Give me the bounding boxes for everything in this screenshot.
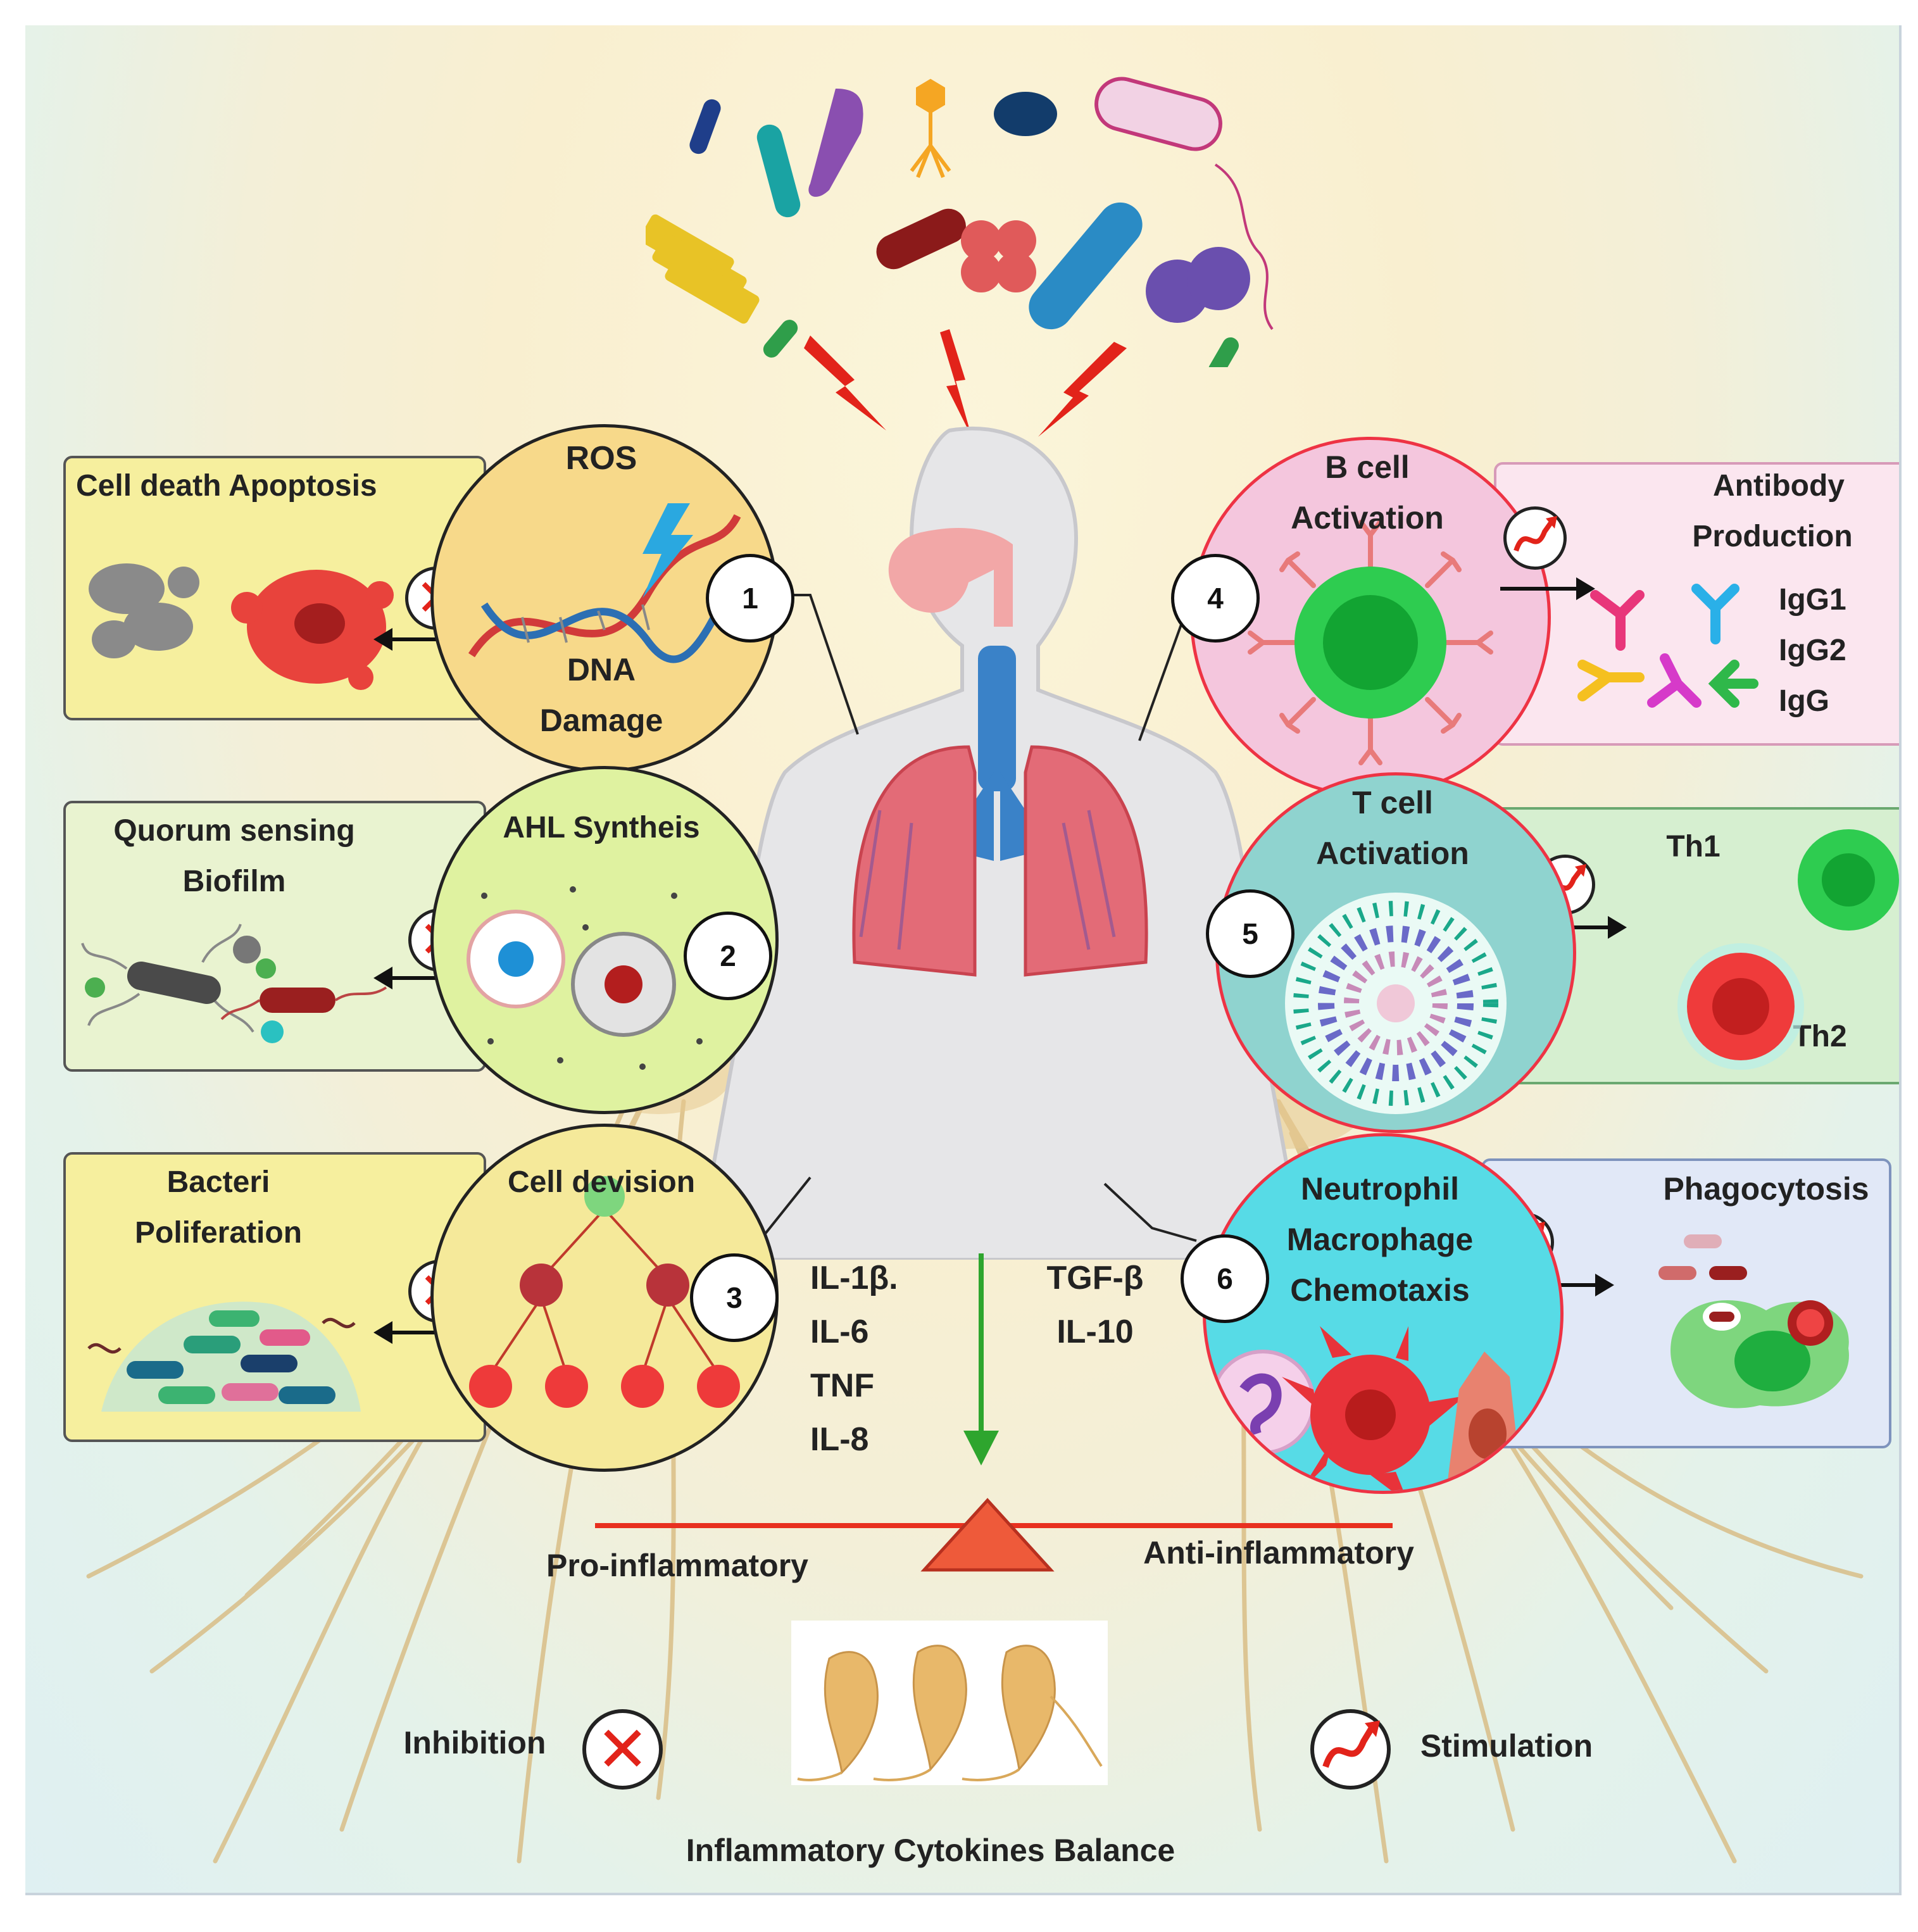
pro-cytokine-il8: IL-8 bbox=[810, 1421, 869, 1458]
balance-scale-icon bbox=[595, 1498, 1393, 1572]
panel2-ahl-circle bbox=[430, 766, 779, 1114]
ginseng-root-icon bbox=[797, 1645, 1103, 1781]
step-number-5: 5 bbox=[1206, 889, 1294, 978]
b-cell-label: B cell bbox=[1325, 449, 1410, 485]
th2-label: Th2 bbox=[1793, 1020, 1847, 1053]
igg1-label: IgG1 bbox=[1779, 583, 1846, 617]
immune-cells-icon bbox=[1210, 1326, 1522, 1491]
igg2-label: IgG2 bbox=[1779, 634, 1846, 667]
panel4-arrow bbox=[1500, 577, 1595, 600]
bacteria-cluster-icon bbox=[646, 77, 1274, 367]
panel3-cell-division-circle bbox=[430, 1124, 779, 1472]
b-cell-activation-label: Activation bbox=[1291, 500, 1444, 536]
t-cell-label: T cell bbox=[1352, 785, 1433, 820]
inhibition-x-icon: ✕ bbox=[582, 1709, 663, 1790]
ahl-molecule-icon bbox=[467, 886, 703, 1070]
ginseng-photo bbox=[791, 1621, 1108, 1785]
human-body-icon bbox=[696, 426, 1304, 1260]
neutrophil-label: Neutrophil bbox=[1301, 1171, 1459, 1207]
step-number-2: 2 bbox=[684, 912, 772, 1000]
pro-cytokine-il6: IL-6 bbox=[810, 1314, 869, 1350]
poliferation-label: Poliferation bbox=[134, 1216, 303, 1250]
stimulation-arrow-icon bbox=[1310, 1709, 1391, 1790]
pro-cytokine-tnf: TNF bbox=[810, 1367, 875, 1404]
t-cell-cluster-icon bbox=[1285, 893, 1507, 1114]
anti-cytokine-il10: IL-10 bbox=[1056, 1314, 1134, 1350]
chemotaxis-label: Chemotaxis bbox=[1290, 1272, 1470, 1308]
cytokine-down-arrow bbox=[963, 1253, 999, 1465]
b-cell-icon bbox=[1248, 520, 1493, 765]
damage-label: Damage bbox=[539, 703, 663, 738]
anti-cytokine-tgfb: TGF-β bbox=[1046, 1260, 1144, 1296]
th1-label: Th1 bbox=[1666, 830, 1721, 863]
anti-inflammatory-label: Anti-inflammatory bbox=[1143, 1535, 1414, 1571]
ros-label: ROS bbox=[565, 440, 637, 477]
antibody-icon bbox=[1577, 584, 1758, 708]
t-cell-activation-label: Activation bbox=[1316, 836, 1469, 871]
bacteri-label: Bacteri bbox=[166, 1165, 270, 1199]
pro-inflammatory-label: Pro-inflammatory bbox=[546, 1548, 808, 1583]
th-cells-icon bbox=[1677, 829, 1899, 1070]
diagram-canvas: Cell death Apoptosis ✕ ROS DNA Damage 1 … bbox=[25, 25, 1902, 1895]
stimulation-legend-label: Stimulation bbox=[1420, 1728, 1593, 1764]
macrophage-engulfing-icon bbox=[1658, 1234, 1849, 1408]
panel6-neutrophil-circle bbox=[1203, 1133, 1564, 1494]
ahl-synthesis-label: AHL Syntheis bbox=[503, 811, 700, 844]
lightning-icon bbox=[804, 329, 1127, 437]
biofilm-label: Biofilm bbox=[182, 865, 286, 898]
biofilm-bacteria-icon bbox=[81, 924, 387, 1043]
macrophage-label: Macrophage bbox=[1286, 1222, 1474, 1257]
phagocytosis-label: Phagocytosis bbox=[1663, 1171, 1869, 1207]
inhibition-legend-label: Inhibition bbox=[403, 1725, 546, 1760]
step-number-4: 4 bbox=[1171, 554, 1260, 643]
bacteria-proliferation-icon bbox=[87, 1302, 361, 1412]
stimulation-arrow-icon bbox=[1503, 506, 1567, 570]
step-number-3: 3 bbox=[690, 1253, 779, 1342]
cell-division-label: Cell devision bbox=[507, 1165, 696, 1199]
step-number-1: 1 bbox=[706, 554, 794, 643]
cell-division-tree-icon bbox=[469, 1176, 740, 1408]
igg-label: IgG bbox=[1779, 684, 1829, 718]
pro-cytokine-il1b: IL-1β. bbox=[810, 1260, 898, 1296]
caption-cytokines-balance: Inflammatory Cytokines Balance bbox=[686, 1833, 1175, 1868]
apoptotic-cell-icon bbox=[89, 563, 394, 690]
production-label: Production bbox=[1692, 520, 1853, 553]
quorum-sensing-label: Quorum sensing bbox=[113, 814, 355, 848]
dna-label: DNA bbox=[567, 652, 636, 687]
antibody-label: Antibody bbox=[1713, 469, 1845, 503]
dna-helix-icon bbox=[468, 503, 741, 663]
cell-death-apoptosis-label: Cell death Apoptosis bbox=[76, 469, 377, 503]
step-number-6: 6 bbox=[1181, 1234, 1269, 1323]
